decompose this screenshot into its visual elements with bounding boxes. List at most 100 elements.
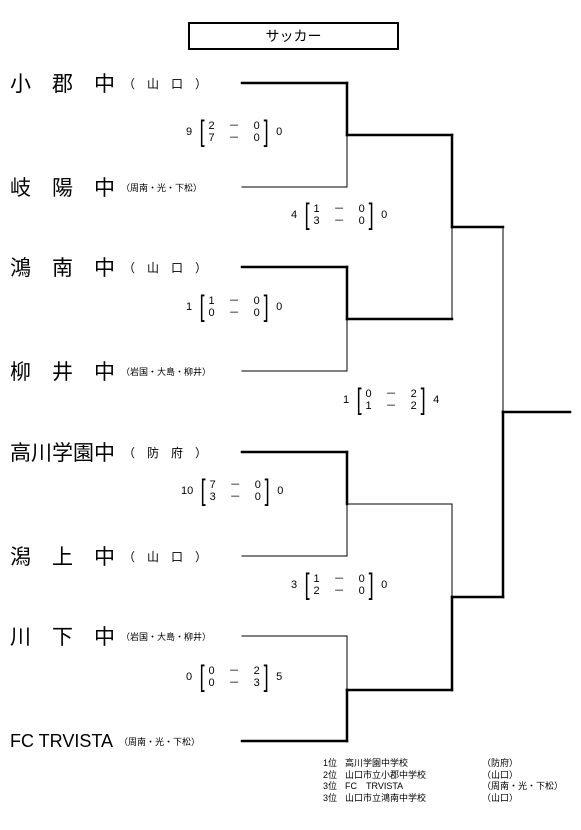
school: 高川学園中学校 [345, 758, 409, 768]
half-score: 3 [253, 677, 260, 689]
half-score: 2 [208, 120, 215, 132]
dash: － [228, 120, 240, 132]
score-total-right: 0 [381, 209, 388, 221]
score-total-right: 5 [276, 671, 283, 683]
team-name: 柳 井 中 [10, 361, 115, 384]
half-score: 0 [358, 215, 365, 227]
team-name: 鴻 南 中 [10, 257, 115, 280]
team-region: （ 防 府 ） [123, 445, 208, 460]
dash: － [333, 585, 345, 597]
team-region: （周南・光・下松） [121, 182, 203, 193]
dash: － [385, 388, 397, 400]
dash: － [229, 479, 241, 491]
match-score-r1m1: 9 [ 2－0 7－0 ] 0 [186, 117, 282, 147]
final-standings: 1位 高川学園中学校 （防府） 2位 山口市立小郡中学校 （山口） 3位 FC … [323, 758, 563, 804]
rank: 3位 [323, 781, 338, 791]
standing-row: 2位 山口市立小郡中学校 （山口） [323, 770, 563, 782]
match-score-sf2: 3 [ 1－0 2－0 ] 0 [291, 570, 387, 600]
dash: － [228, 677, 240, 689]
half-score: 0 [253, 307, 260, 319]
team-region: （周南・光・下松） [119, 736, 201, 747]
half-score: 7 [208, 132, 215, 144]
half-score: 0 [254, 479, 261, 491]
school: 山口市立鴻南中学校 [345, 792, 427, 803]
half-score: 7 [209, 479, 216, 491]
half-score: 1 [365, 400, 372, 412]
score-total-left: 10 [181, 485, 194, 497]
dash: － [228, 132, 240, 144]
score-total-left: 9 [186, 126, 193, 138]
team-8: FC TRVISTA （周南・光・下松） [10, 729, 200, 753]
half-scores: [ 1－0 0－0 ] [199, 290, 269, 323]
team-name: 小 郡 中 [10, 73, 115, 96]
standing-row: 1位 高川学園中学校 （防府） [323, 758, 563, 770]
half-score: 0 [253, 132, 260, 144]
region: （山口） [482, 792, 519, 803]
dash: － [228, 295, 240, 307]
half-score: 2 [410, 388, 417, 400]
region: （防府） [482, 758, 519, 768]
dash: － [228, 665, 240, 677]
region: （周南・光・下松） [482, 781, 564, 791]
school: FC TRVISTA [345, 781, 404, 791]
team-3: 鴻 南 中 （ 山 口 ） [10, 255, 208, 280]
half-score: 0 [365, 388, 372, 400]
half-score: 0 [358, 203, 365, 215]
match-score-sf1: 4 [ 1－0 3－0 ] 0 [291, 200, 387, 230]
half-score: 2 [313, 585, 320, 597]
team-name: FC TRVISTA [10, 730, 114, 751]
score-total-left: 1 [186, 301, 193, 313]
half-score: 3 [313, 215, 320, 227]
score-total-right: 0 [381, 579, 388, 591]
half-score: 2 [410, 400, 417, 412]
school: 山口市立小郡中学校 [345, 769, 427, 780]
half-score: 0 [208, 677, 215, 689]
team-4: 柳 井 中 （岩国・大島・柳井） [10, 359, 212, 384]
team-region: （ 山 口 ） [123, 76, 208, 91]
match-score-r1m2: 1 [ 1－0 0－0 ] 0 [186, 292, 282, 322]
score-total-right: 0 [276, 126, 283, 138]
dash: － [333, 573, 345, 585]
team-5: 高川学園中 （ 防 府 ） [10, 440, 208, 465]
team-region: （岩国・大島・柳井） [121, 366, 212, 377]
half-score: 1 [313, 203, 320, 215]
team-6: 潟 上 中 （ 山 口 ） [10, 544, 208, 569]
rank: 1位 [323, 758, 338, 768]
team-1: 小 郡 中 （ 山 口 ） [10, 71, 208, 96]
dash: － [229, 491, 241, 503]
score-total-left: 3 [291, 579, 298, 591]
team-7: 川 下 中 （岩国・大島・柳井） [10, 624, 212, 649]
half-score: 2 [253, 665, 260, 677]
event-title: サッカー [265, 28, 322, 44]
rank: 3位 [323, 792, 338, 803]
team-region: （ 山 口 ） [123, 260, 208, 275]
half-scores: [ 1－0 3－0 ] [304, 198, 374, 231]
rank: 2位 [323, 769, 338, 780]
score-total-right: 4 [433, 394, 440, 406]
half-score: 3 [209, 491, 216, 503]
standing-row: 3位 山口市立鴻南中学校 （山口） [323, 793, 563, 805]
match-score-r1m4: 0 [ 0－2 0－3 ] 5 [186, 662, 282, 692]
team-region: （ 山 口 ） [123, 549, 208, 564]
half-score: 0 [208, 665, 215, 677]
half-scores: [ 2－0 7－0 ] [199, 115, 269, 148]
score-total-left: 4 [291, 209, 298, 221]
half-scores: [ 0－2 0－3 ] [199, 660, 269, 693]
team-name: 高川学園中 [10, 442, 115, 465]
event-title-box: サッカー [188, 22, 399, 50]
score-total-left: 1 [343, 394, 350, 406]
half-score: 0 [253, 295, 260, 307]
match-score-final: 1 [ 0－2 1－2 ] 4 [343, 385, 439, 415]
half-scores: [ 1－0 2－0 ] [304, 568, 374, 601]
team-region: （岩国・大島・柳井） [121, 631, 212, 642]
match-score-r1m3: 10 [ 7－0 3－0 ] 0 [181, 476, 283, 506]
half-score: 1 [208, 295, 215, 307]
score-total-right: 0 [277, 485, 284, 497]
half-scores: [ 7－0 3－0 ] [200, 474, 270, 507]
half-scores: [ 0－2 1－2 ] [356, 383, 426, 416]
half-score: 1 [313, 573, 320, 585]
team-name: 潟 上 中 [10, 546, 115, 569]
team-name: 岐 陽 中 [10, 177, 115, 200]
half-score: 0 [208, 307, 215, 319]
team-2: 岐 陽 中 （周南・光・下松） [10, 175, 203, 200]
